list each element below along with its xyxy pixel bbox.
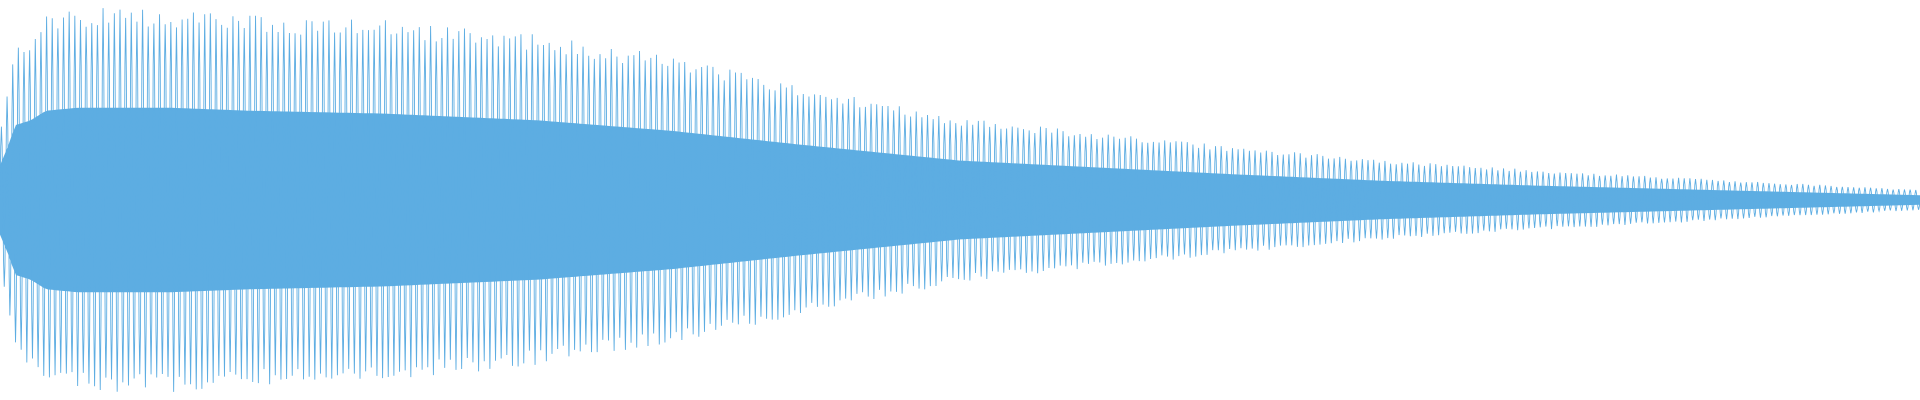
waveform-trace: [0, 8, 1920, 392]
